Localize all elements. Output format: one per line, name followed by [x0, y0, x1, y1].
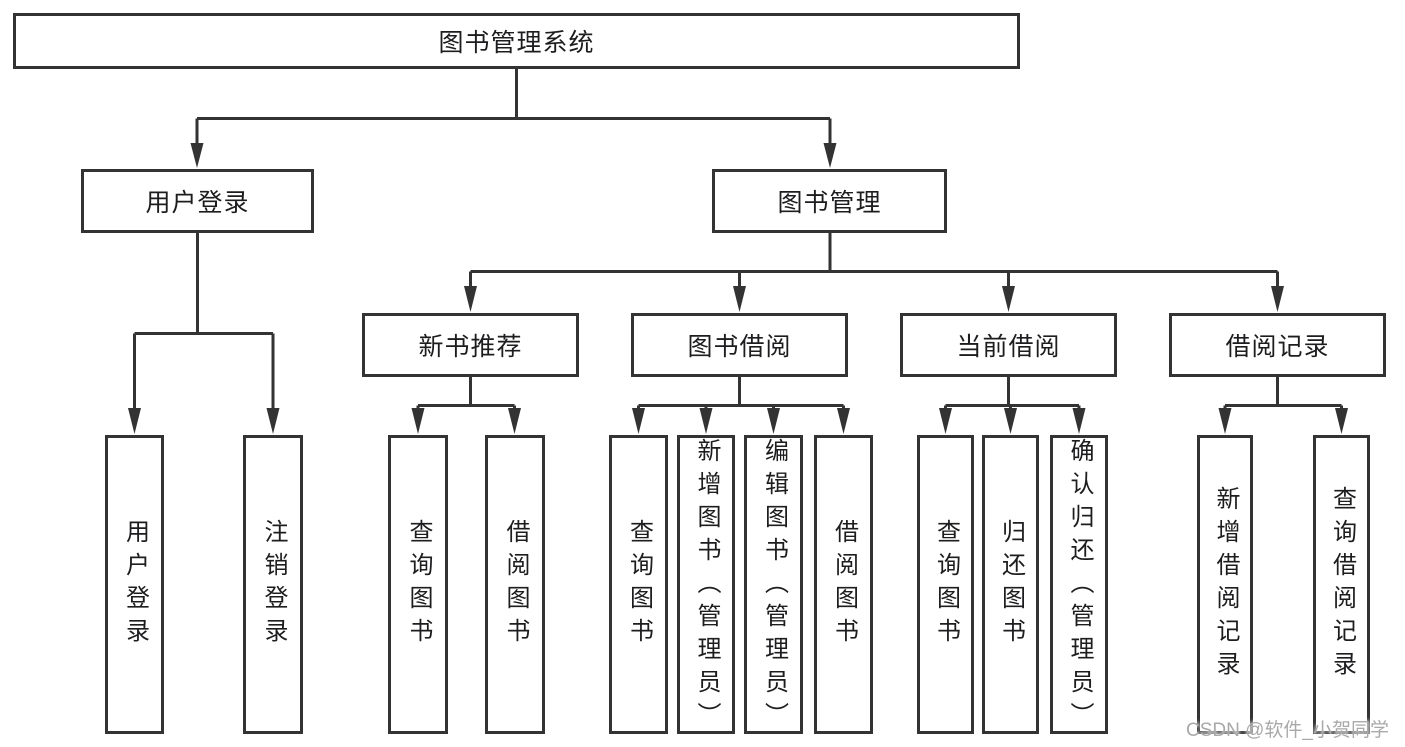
node-label: 查询借阅记录	[1328, 485, 1356, 684]
node-label: 编辑图书（管理员）	[760, 438, 788, 735]
node-book-borrowing: 图书借阅	[631, 313, 848, 377]
node-current-borrowing: 当前借阅	[900, 313, 1117, 377]
node-label: 用户登录	[121, 518, 149, 651]
node-label: 查询图书	[625, 518, 653, 651]
leaf-confirm-return-admin: 确认归还（管理员）	[1050, 435, 1108, 735]
node-label: 借阅图书	[830, 518, 858, 651]
node-book-management: 图书管理	[712, 169, 947, 233]
node-label: 注销登录	[260, 518, 287, 651]
node-label: 新增图书（管理员）	[693, 438, 720, 735]
node-label: 新增借阅记录	[1212, 485, 1239, 684]
leaf-edit-books-admin: 编辑图书（管理员）	[744, 435, 803, 735]
node-library-management-system: 图书管理系统	[13, 13, 1020, 69]
node-label: 图书管理	[777, 189, 882, 217]
leaf-add-borrow-record: 新增借阅记录	[1197, 435, 1253, 734]
node-user-login: 用户登录	[81, 169, 314, 233]
leaf-logout-login: 注销登录	[243, 435, 303, 734]
node-label: 查询图书	[932, 518, 960, 651]
node-label: 图书借阅	[687, 333, 792, 361]
node-label: 用户登录	[145, 189, 250, 217]
node-label: 新书推荐	[418, 333, 523, 361]
leaf-add-books-admin: 新增图书（管理员）	[677, 435, 735, 735]
node-label: 确认归还（管理员）	[1066, 438, 1093, 735]
leaf-query-books-borrowing: 查询图书	[609, 435, 668, 734]
leaf-borrow-books-recommend: 借阅图书	[485, 435, 545, 734]
leaf-user-login: 用户登录	[105, 435, 164, 734]
leaf-borrow-books-borrowing: 借阅图书	[814, 435, 873, 734]
node-borrowing-records: 借阅记录	[1169, 313, 1386, 377]
node-label: 归还图书	[997, 518, 1025, 651]
node-label: 图书管理系统	[438, 29, 595, 57]
leaf-return-books: 归还图书	[982, 435, 1039, 734]
leaf-query-books-current: 查询图书	[917, 435, 974, 734]
csdn-watermark: CSDN @软件_小贺同学	[1186, 720, 1389, 741]
leaf-query-borrow-record: 查询借阅记录	[1313, 435, 1370, 734]
node-label: 查询图书	[405, 518, 432, 651]
node-label: 当前借阅	[956, 333, 1061, 361]
node-label: 借阅记录	[1225, 333, 1330, 361]
node-new-book-recommendation: 新书推荐	[362, 313, 579, 377]
leaf-query-books-recommend: 查询图书	[388, 435, 448, 734]
node-label: 借阅图书	[502, 518, 529, 651]
